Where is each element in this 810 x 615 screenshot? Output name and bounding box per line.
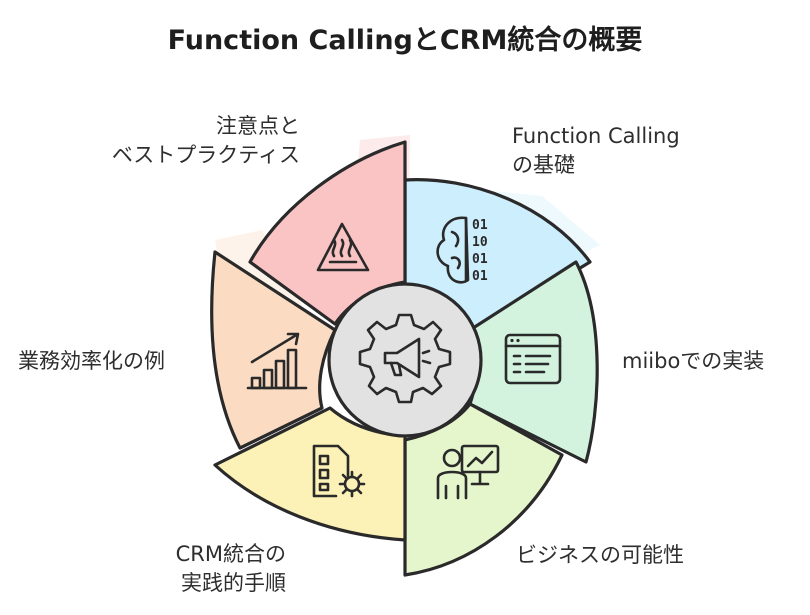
label-line: 実践的手順 bbox=[181, 571, 286, 595]
label-line: 業務効率化の例 bbox=[18, 349, 165, 373]
hub-circle bbox=[327, 282, 483, 438]
binary-row: 01 bbox=[472, 269, 488, 284]
label-line: Function Calling bbox=[512, 124, 680, 148]
label-line: の基礎 bbox=[512, 153, 575, 177]
binary-row: 01 bbox=[472, 218, 488, 233]
segment-crm bbox=[213, 406, 407, 542]
label-line: ビジネスの可能性 bbox=[516, 543, 684, 567]
gear-megaphone-icon bbox=[358, 313, 452, 404]
label-caution: 注意点と ベストプラクティス bbox=[60, 112, 300, 170]
binary-row: 01 bbox=[472, 252, 488, 267]
label-line: miiboでの実装 bbox=[622, 349, 765, 373]
code-window-icon bbox=[504, 333, 562, 385]
document-gear-icon bbox=[312, 444, 366, 498]
label-crm: CRM統合の 実践的手順 bbox=[168, 540, 286, 598]
heat-warning-icon bbox=[316, 222, 370, 272]
binary-brain-icon: 01 10 01 01 bbox=[436, 216, 488, 284]
label-business: ビジネスの可能性 bbox=[516, 541, 684, 570]
presenter-chart-icon bbox=[436, 444, 500, 500]
binary-row: 10 bbox=[472, 235, 488, 250]
page-title: Function CallingとCRM統合の概要 bbox=[167, 25, 643, 56]
growth-bar-chart-icon bbox=[246, 332, 308, 390]
label-miibo: miiboでの実装 bbox=[622, 347, 764, 376]
label-efficiency: 業務効率化の例 bbox=[18, 347, 165, 376]
label-line: ベストプラクティス bbox=[111, 143, 300, 167]
label-basics: Function Calling の基礎 bbox=[512, 122, 680, 180]
label-line: CRM統合の bbox=[175, 542, 286, 566]
label-line: 注意点と bbox=[216, 114, 300, 138]
